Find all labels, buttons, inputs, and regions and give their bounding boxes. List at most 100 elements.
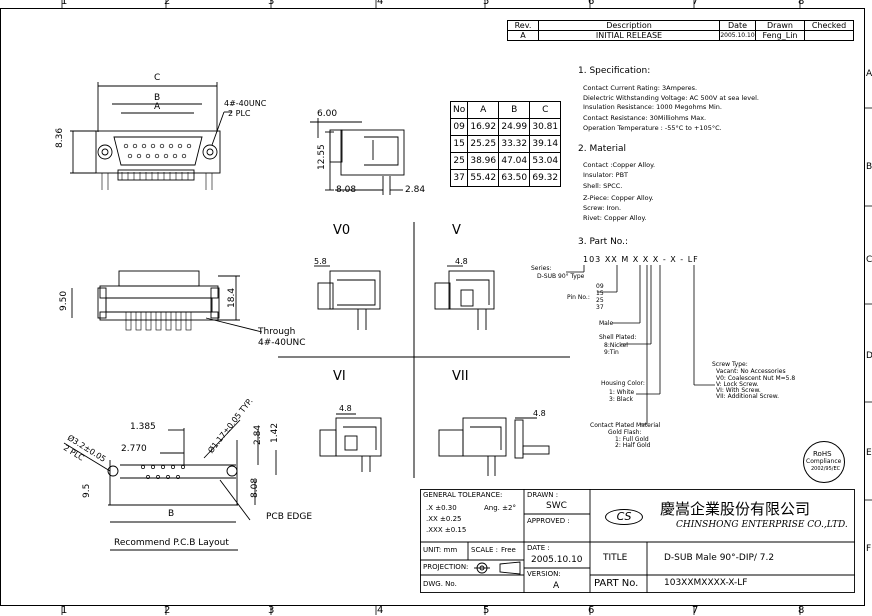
dim-cell: 09 — [449, 118, 469, 136]
col-label-bottom-5: 5 — [483, 605, 490, 616]
part-screw-v0: V0: Coalescent Nut M=5.8 — [716, 375, 796, 382]
col-label-bottom-4: 4 — [377, 605, 384, 616]
rohs-compliance: Compliance — [806, 458, 842, 465]
rev-header-rev: Rev. — [507, 20, 539, 31]
part-no-value: 103XXMXXXX-X-LF — [664, 578, 748, 588]
variant-vi-drawing — [319, 413, 382, 472]
rev-header-description: Description — [538, 20, 720, 31]
col-label-1: 1 — [61, 0, 68, 7]
row-label-right-a: A — [866, 69, 872, 79]
approved-label: APPROVED : — [527, 517, 570, 525]
front-screw-plc: 2 PLC — [228, 109, 251, 118]
company-name-cn: 慶嵩企業股份有限公司 — [660, 500, 811, 518]
col-label-6: 6 — [588, 0, 595, 7]
col-label-bottom-7: 7 — [692, 605, 699, 616]
col-label-bottom-1: 1 — [61, 605, 68, 616]
col-label-8: 8 — [798, 0, 805, 7]
variant-v-dim: 4.8 — [455, 257, 468, 266]
front-label-c: C — [154, 73, 161, 83]
col-label-bottom-2: 2 — [164, 605, 171, 616]
dim-cell: 24.99 — [498, 118, 531, 136]
col-label-bottom-8: 8 — [798, 605, 805, 616]
pcb-dim-1385: 1.385 — [130, 422, 156, 432]
part-no-code: 103 XX M X X X - X - LF — [583, 255, 699, 264]
variant-v0-label: V0 — [333, 223, 351, 238]
variant-vii-drawing — [438, 417, 550, 476]
title-block-lines — [420, 489, 855, 593]
col-label-5: 5 — [483, 0, 490, 7]
through-note-thread: 4#-40UNC — [258, 338, 306, 348]
material-line: Contact :Copper Alloy. — [583, 161, 656, 169]
spec-line: Contact Current Rating: 3Amperes. — [583, 84, 698, 92]
dim-cell: 53.04 — [529, 152, 562, 170]
scale-label: SCALE : — [471, 546, 499, 554]
pcb-dim-808: 8.08 — [250, 477, 260, 498]
variant-vi-dim: 4.8 — [339, 404, 352, 413]
dim-cell: 38.96 — [467, 152, 500, 170]
drawn-label: DRAWN : — [527, 491, 559, 499]
part-screw-label: Screw Type: — [712, 361, 748, 368]
tolerance-xx: .XX ±0.25 — [426, 515, 462, 523]
rev-header-date: Date — [719, 20, 756, 31]
part-shell-nickel: 8:Nickel — [604, 342, 628, 349]
rev-cell — [804, 30, 854, 41]
dim-cell: 55.42 — [467, 169, 500, 187]
variant-vii-label: VII — [452, 369, 469, 384]
drawn-value: SWC — [546, 501, 567, 511]
dim-cell: 39.14 — [529, 135, 562, 153]
material-line: Insulator: PBT — [583, 171, 629, 179]
dim-cell: 37 — [449, 169, 469, 187]
version-value: A — [553, 581, 560, 591]
rev-cell: Feng_Lin — [755, 30, 805, 41]
company-logo: CS — [605, 509, 643, 525]
material-line: Rivet: Copper Alloy. — [583, 214, 647, 222]
part-housing-white: 1: White — [609, 389, 635, 396]
part-housing-black: 3: Black — [609, 396, 633, 403]
title-label: TITLE — [603, 553, 628, 563]
rev-header-drawn: Drawn — [755, 20, 805, 31]
dim-cell: 69.32 — [529, 169, 562, 187]
pcb-label-b: B — [168, 509, 175, 519]
scale-value: Free — [501, 546, 516, 554]
dim-header: B — [498, 101, 531, 119]
col-label-7: 7 — [692, 0, 699, 7]
rohs-directive: 2002/95/EC — [811, 466, 841, 472]
pcb-layout-caption: Recommend P.C.B Layout — [114, 538, 229, 548]
part-contact-gold: Gold Flash: — [608, 429, 642, 436]
front-screw-note: 4#-40UNC — [224, 99, 267, 108]
part-contact-half: 2: Half Gold — [615, 442, 651, 449]
pcb-dim-95: 9.5 — [82, 483, 92, 498]
version-label: VERSION: — [527, 570, 561, 578]
bottom-dim-1: 9.50 — [59, 290, 69, 311]
col-label-4: 4 — [377, 0, 384, 7]
dim-cell: 25 — [449, 152, 469, 170]
dim-header: C — [529, 101, 562, 119]
front-label-a: A — [154, 102, 161, 112]
part-no-leaders — [566, 265, 715, 425]
part-screw-vi: VI: With Screw. — [716, 387, 761, 394]
rev-cell: A — [507, 30, 539, 41]
rohs-seal — [803, 441, 845, 483]
tolerance-xxx: .XXX ±0.15 — [426, 526, 467, 534]
material-line: Z-Piece: Copper Alloy. — [583, 194, 654, 202]
part-no-title: 3. Part No.: — [578, 237, 629, 247]
part-pin-15: 15 — [596, 290, 604, 297]
spec-line: Operation Temperature : -55°C to +105°C. — [583, 124, 722, 132]
side-dim-left: 12.55 — [317, 144, 327, 170]
pcb-dim-284: 2.84 — [253, 424, 263, 445]
rev-cell: INITIAL RELEASE — [538, 30, 720, 41]
material-line: Screw: Iron. — [583, 204, 622, 212]
front-height-dim: 8.36 — [55, 127, 65, 148]
variant-v-drawing — [434, 265, 495, 330]
dimension-table: No A B C 09 16.92 24.99 30.81 15 25.25 3… — [449, 101, 562, 187]
dim-header: No — [449, 101, 469, 119]
side-view — [310, 118, 405, 195]
through-note: Through — [258, 327, 296, 337]
part-shell-label: Shell Plated: — [599, 334, 637, 341]
part-screw-v: V: Lock Screw. — [716, 381, 759, 388]
unit-label: UNIT: mm — [423, 546, 458, 554]
pcb-edge-label: PCB EDGE — [266, 512, 313, 522]
col-label-bottom-6: 6 — [588, 605, 595, 616]
